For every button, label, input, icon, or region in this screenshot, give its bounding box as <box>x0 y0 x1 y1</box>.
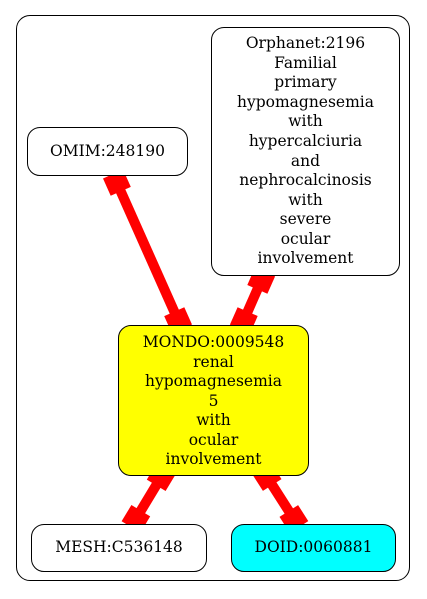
node-orphanet-line-8: with <box>288 190 323 209</box>
node-orphanet-line-2: primary <box>274 73 337 92</box>
node-orphanet-line-11: involvement <box>257 249 354 268</box>
node-mondo[interactable]: MONDO:0009548 renal hypomagnesemia 5 wit… <box>118 325 309 476</box>
node-mesh[interactable]: MESH:C536148 <box>31 524 207 572</box>
node-mondo-line-3: 5 <box>208 391 219 410</box>
edge-omim-mondo-start-cap <box>103 169 131 196</box>
node-orphanet-line-4: with <box>288 112 323 131</box>
node-orphanet-line-5: hypercalciuria <box>248 131 363 150</box>
node-omim-line-0: OMIM:248190 <box>50 141 165 160</box>
node-orphanet-line-3: hypomagnesemia <box>236 92 375 111</box>
node-mondo-line-2: hypomagnesemia <box>144 372 283 391</box>
node-doid-line-0: DOID:0060881 <box>254 538 373 557</box>
edge-omim-mondo-line <box>108 171 187 332</box>
node-mesh-line-0: MESH:C536148 <box>55 538 183 557</box>
node-mondo-line-0: MONDO:0009548 <box>142 332 285 351</box>
node-orphanet-line-1: Familial <box>274 53 337 72</box>
node-mondo-line-6: involvement <box>165 450 262 469</box>
node-omim[interactable]: OMIM:248190 <box>27 127 188 176</box>
node-mondo-line-4: with <box>196 411 231 430</box>
node-orphanet-line-10: ocular <box>280 229 331 248</box>
node-mondo-line-1: renal <box>193 352 234 371</box>
node-orphanet-line-6: and <box>290 151 321 170</box>
cluster-boundary <box>16 15 410 581</box>
node-doid[interactable]: DOID:0060881 <box>231 524 396 572</box>
node-orphanet[interactable]: Orphanet:2196 Familial primary hypomagne… <box>211 27 400 276</box>
node-orphanet-line-7: nephrocalcinosis <box>239 171 372 190</box>
node-mondo-line-5: ocular <box>188 430 239 449</box>
node-orphanet-line-9: severe <box>279 210 332 229</box>
node-orphanet-line-0: Orphanet:2196 <box>245 33 366 52</box>
